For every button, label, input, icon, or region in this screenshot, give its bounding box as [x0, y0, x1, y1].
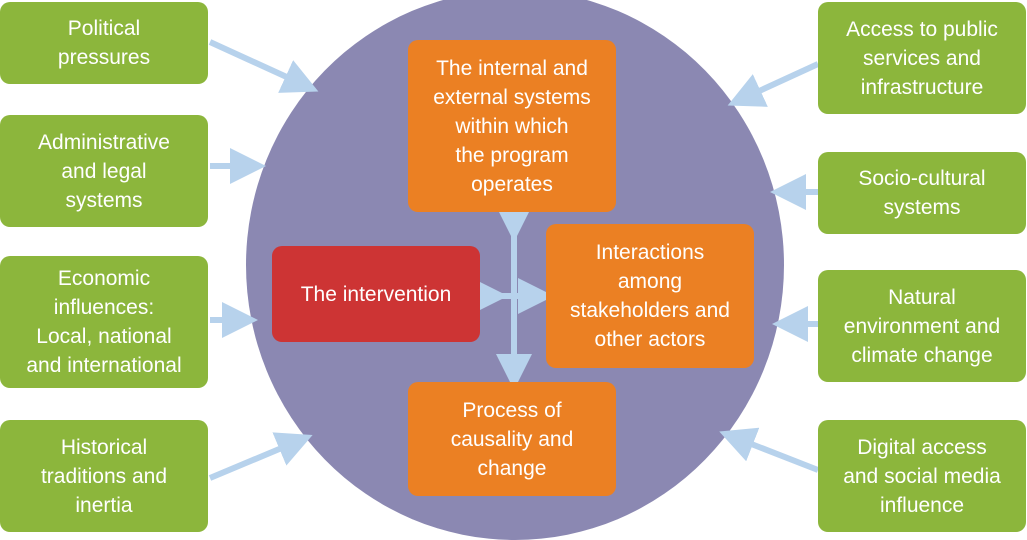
- systems-box: The internal and external systems within…: [408, 40, 616, 212]
- arrow-access: [727, 61, 820, 107]
- intervention-box: The intervention: [272, 246, 480, 342]
- arrow-historical: [208, 432, 313, 481]
- factor-administrative-label: Administrative and legal systems: [38, 130, 170, 212]
- factor-sociocultural: Socio-cultural systems: [818, 152, 1026, 234]
- factor-administrative: Administrative and legal systems: [0, 115, 208, 227]
- factor-economic: Economic influences: Local, national and…: [0, 256, 208, 388]
- factor-digital-label: Digital access and social media influenc…: [843, 435, 1001, 517]
- systems-label: The internal and external systems within…: [433, 56, 591, 196]
- arrow-digital: [719, 427, 820, 473]
- interactions-label: Interactions among stakeholders and othe…: [570, 241, 730, 351]
- factor-access-label: Access to public services and infrastruc…: [846, 17, 998, 99]
- interactions-box: Interactions among stakeholders and othe…: [546, 224, 754, 368]
- arrow-political: [208, 39, 319, 93]
- factor-natural: Natural environment and climate change: [818, 270, 1026, 382]
- factor-historical-label: Historical traditions and inertia: [40, 435, 168, 517]
- factor-access: Access to public services and infrastruc…: [818, 2, 1026, 114]
- factor-natural-label: Natural environment and climate change: [843, 285, 1001, 367]
- factor-political-label: Political pressures: [57, 17, 151, 69]
- factor-historical: Historical traditions and inertia: [0, 420, 208, 532]
- factor-political: Political pressures: [0, 2, 208, 84]
- intervention-label: The intervention: [300, 282, 452, 306]
- causality-box: Process of causality and change: [408, 382, 616, 496]
- factor-sociocultural-label: Socio-cultural systems: [858, 167, 986, 219]
- causality-label: Process of causality and change: [450, 398, 574, 480]
- factor-digital: Digital access and social media influenc…: [818, 420, 1026, 532]
- factor-economic-label: Economic influences: Local, national and…: [26, 267, 182, 377]
